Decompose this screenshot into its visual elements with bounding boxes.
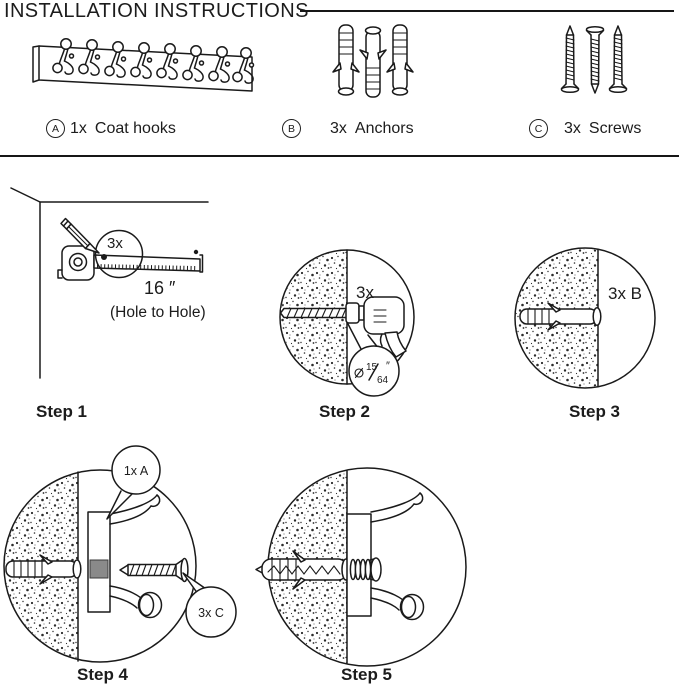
second-mark-dot — [193, 249, 199, 255]
drill-size-callout: 15 64 ″ — [347, 323, 400, 397]
part-label-screws: C 3x Screws — [529, 119, 641, 138]
coat-hook-rack-illustration — [32, 38, 255, 92]
step1-label: Step 1 — [36, 402, 88, 421]
drill-denominator: 64 — [377, 375, 389, 386]
part-qty: 3x — [330, 119, 347, 137]
step2-count-label: 3x — [356, 283, 374, 302]
screws-illustration — [560, 25, 628, 94]
step1-count-label: 3x — [107, 235, 123, 252]
step3-illustration: 3x B — [514, 247, 656, 389]
step4-screw-callout-label: 3x C — [198, 606, 224, 620]
tape-measure — [57, 245, 204, 281]
part-qty: 1x — [70, 119, 87, 137]
step4-hook-callout-label: 1x A — [124, 464, 149, 478]
part-name: Anchors — [354, 119, 414, 137]
step4-label: Step 4 — [77, 665, 129, 684]
part-badge-b: B — [282, 119, 301, 138]
screw-head — [349, 557, 382, 582]
pencil — [60, 217, 100, 254]
anchors-illustration — [332, 24, 414, 98]
diameter-symbol — [354, 367, 364, 379]
wall-corner — [10, 187, 209, 379]
title-rule — [300, 10, 674, 12]
step1-illustration: 3x 16 ″ (Hole to Hole) — [10, 187, 209, 379]
callout-screw-balloon: 3x C — [182, 572, 237, 638]
wall-anchor — [5, 554, 82, 585]
part-badge-a: A — [46, 119, 65, 138]
step3-label: Step 3 — [569, 402, 621, 421]
coat-hook — [370, 492, 425, 621]
part-qty: 3x — [564, 119, 581, 137]
page-title: INSTALLATION INSTRUCTIONS — [4, 0, 309, 22]
drill-mark-dot — [101, 254, 107, 260]
part-badge-c: C — [529, 119, 548, 138]
drill-numerator: 15 — [366, 362, 378, 373]
section-divider — [0, 155, 679, 157]
expanded-wall-anchor — [255, 550, 351, 590]
step2-label: Step 2 — [319, 402, 371, 421]
drill — [279, 296, 407, 358]
step4-illustration: 1x A 3x C — [3, 445, 237, 663]
wall-anchor — [519, 302, 602, 331]
coat-hook — [109, 494, 163, 619]
plate-hole — [89, 559, 109, 579]
drill-unit: ″ — [386, 360, 390, 372]
part-label-anchors: B 3x Anchors — [282, 119, 414, 138]
part-name: Coat hooks — [94, 119, 176, 137]
step1-distance-label: 16 ″ — [144, 278, 176, 298]
part-label-coat-hooks: A 1x Coat hooks — [46, 119, 176, 138]
callout-hook-balloon: 1x A — [106, 445, 161, 520]
step5-illustration — [255, 467, 467, 667]
screw — [119, 557, 189, 583]
step2-illustration: 15 64 ″ 3x — [279, 249, 415, 397]
part-name: Screws — [588, 119, 642, 137]
step3-count-label: 3x B — [608, 284, 642, 303]
step1-note-label: (Hole to Hole) — [110, 304, 206, 321]
step5-label: Step 5 — [341, 665, 393, 684]
measure-callout-circle — [94, 229, 144, 279]
